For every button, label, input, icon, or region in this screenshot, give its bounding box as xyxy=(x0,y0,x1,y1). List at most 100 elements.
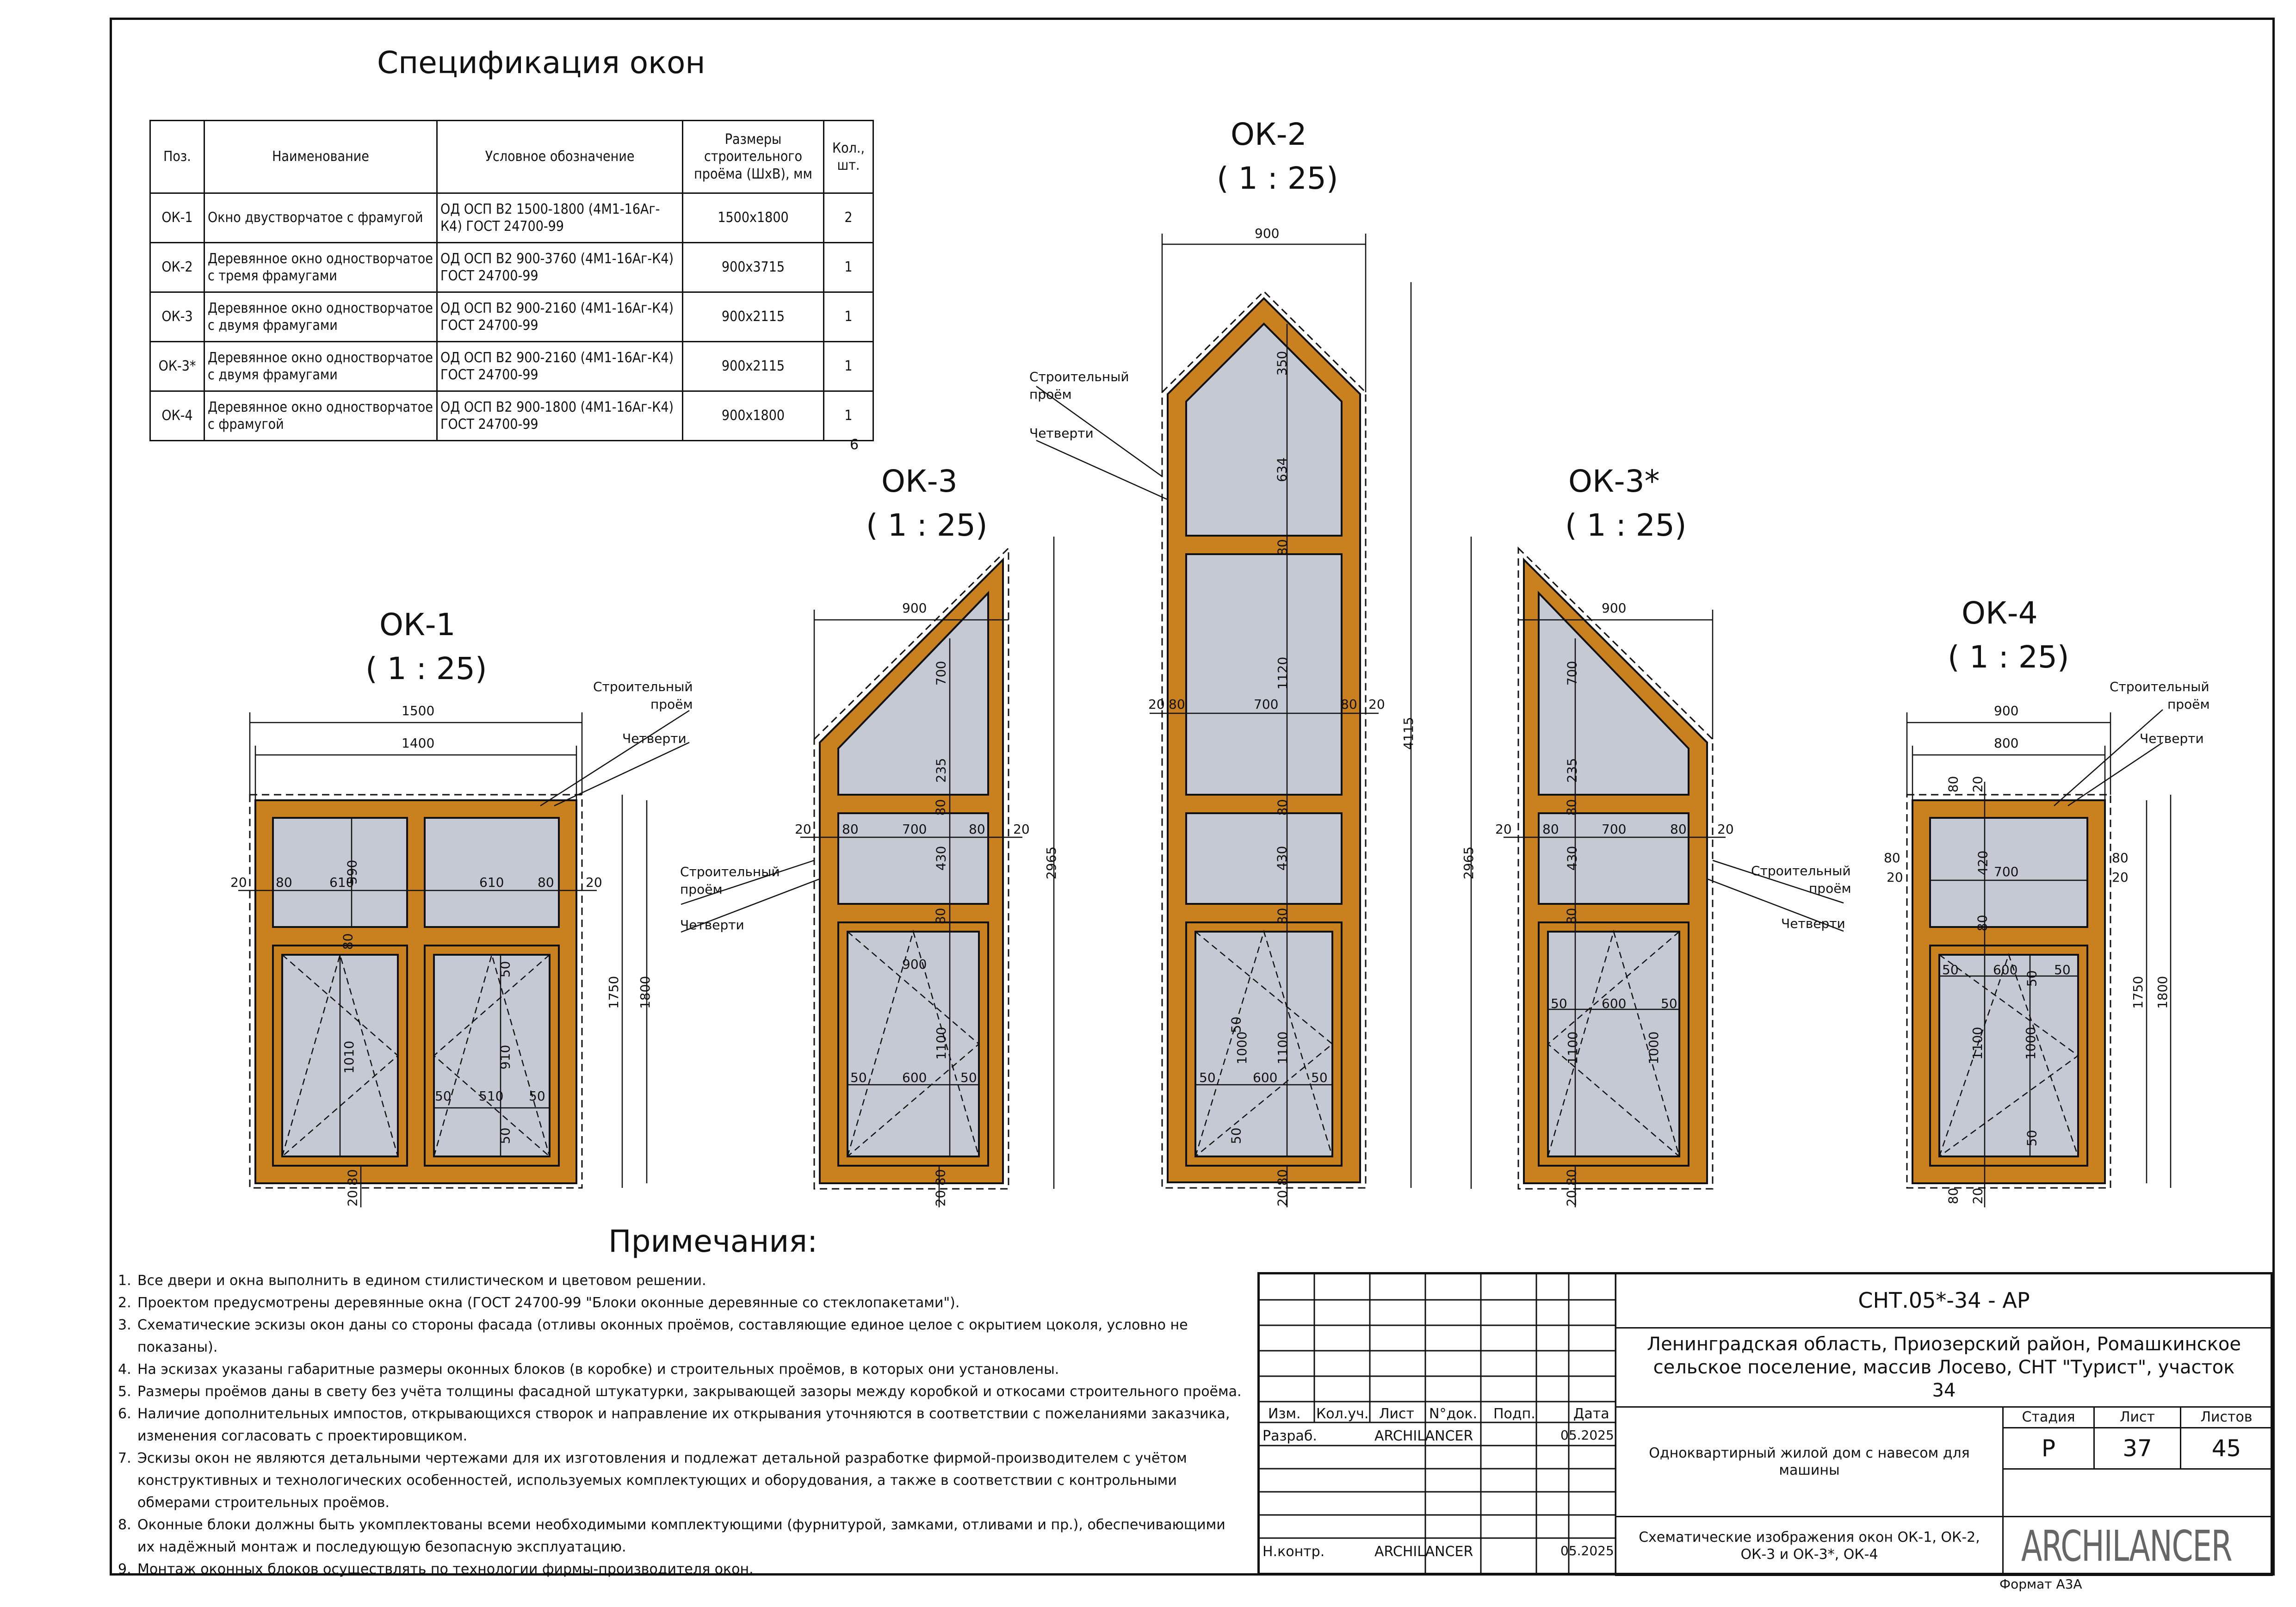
note-text: Схематические эскизы окон даны со сторон… xyxy=(137,1317,1188,1355)
ok4-transom xyxy=(1929,817,2088,928)
ok3-transom-mid xyxy=(837,812,989,905)
ok1-dim-20-bottom: 20 xyxy=(345,1190,360,1207)
note-number: 8. xyxy=(118,1517,131,1533)
ok1-dim-open-width: 1500 xyxy=(402,703,435,718)
ok3-dim-width: 900 xyxy=(902,600,927,616)
spec-name: Деревянное окно одностворчатое с фрамуго… xyxy=(204,390,438,441)
spec-code: ОД ОСП В2 900-1800 (4М1-16Аг-К4) ГОСТ 24… xyxy=(436,390,683,441)
leader-lines xyxy=(540,385,2163,933)
ok3s-transom-top xyxy=(1538,591,1690,796)
ok2-dim-width: 900 xyxy=(1255,226,1280,241)
ok4-dim-block-height: 1750 xyxy=(2130,976,2146,1009)
note-number: 4. xyxy=(118,1361,131,1378)
ok1-dim-610-right: 610 xyxy=(479,875,504,890)
ok1-swing-right xyxy=(433,952,551,1157)
ok4-swing xyxy=(1938,953,2079,1157)
note-text: Оконные блоки должны быть укомплектованы… xyxy=(137,1517,1225,1555)
tb-object: Однoквартирный жилой дом с навесом для м… xyxy=(1615,1406,2004,1517)
ok1-dim-block-width: 1400 xyxy=(402,736,435,751)
ok1-dim-20-right: 20 xyxy=(586,875,602,890)
ok4-label-opening-2: проём xyxy=(2167,697,2210,712)
ok1-dim-block-height: 1750 xyxy=(606,976,622,1009)
tb-blank xyxy=(2002,1468,2273,1517)
spec-header-size: Размеры строительного проёма (ШхВ), мм xyxy=(682,120,824,194)
ok3s-scale: ( 1 : 25) xyxy=(1565,507,1687,543)
ok4-dim-80-bottom: 80 xyxy=(1945,1187,1961,1205)
ok3s-swing xyxy=(1547,929,1680,1157)
tb-col-data: Дата xyxy=(1573,1406,1609,1422)
ok3-dim-20-right: 20 xyxy=(1013,822,1030,837)
ok1-label-opening-2: проём xyxy=(650,697,693,712)
tb-doc-code: СНТ.05*-34 - АР xyxy=(1615,1273,2273,1329)
note-number: 5. xyxy=(118,1384,131,1400)
ok2-dim-80-imp3: 80 xyxy=(1275,908,1290,925)
ok3s-dim-80-imp1: 80 xyxy=(1564,799,1579,816)
ok4-dim-1000: 1000 xyxy=(2023,1026,2039,1060)
ok3-dim-80-bottom: 80 xyxy=(933,1169,948,1186)
note-text: Все двери и окна выполнить в едином стил… xyxy=(137,1273,706,1289)
ok4-dim-420: 420 xyxy=(1975,850,1991,876)
ok3-swing xyxy=(847,929,980,1157)
ok1-opening-outline xyxy=(249,794,583,1189)
ok3s-dim-430: 430 xyxy=(1564,846,1580,871)
ok3-dim-50-right: 50 xyxy=(960,1070,977,1085)
ok3s-dim-80-left: 80 xyxy=(1542,822,1559,837)
ok1-dim-50-left: 50 xyxy=(435,1088,452,1104)
ok3s-dim-height: 2965 xyxy=(1461,846,1477,880)
ok3-dim-235: 235 xyxy=(933,758,949,783)
ok3s-swing-side xyxy=(1547,931,1680,1157)
ok1-transom-right xyxy=(424,817,560,928)
spec-header-pos: Поз. xyxy=(149,120,205,194)
ok1-dim-910: 910 xyxy=(497,1045,513,1070)
ok4-swing-side xyxy=(1939,954,2079,1157)
spec-name: Деревянное окно одностворчатое с тремя ф… xyxy=(204,242,438,293)
ok4-dim-50-right: 50 xyxy=(2054,962,2071,977)
spec-code: ОД ОСП В2 1500-1800 (4М1-16Аг-К4) ГОСТ 2… xyxy=(436,192,683,243)
ok3-scale: ( 1 : 25) xyxy=(866,507,988,543)
ok3s-dim-width: 900 xyxy=(1602,600,1627,616)
notes-list: 1.Все двери и окна выполнить в едином ст… xyxy=(118,1270,1242,1581)
ok2-transom-top xyxy=(1185,322,1343,537)
ok2-dim-height: 4115 xyxy=(1401,717,1417,750)
ok2-label-quarters: Четверти xyxy=(1029,426,1094,441)
note-text: Проектом предусмотрены деревянные окна (… xyxy=(137,1295,960,1311)
note-text: Монтаж оконных блоков осуществлять по те… xyxy=(137,1561,754,1577)
ok4-dim-80-right: 80 xyxy=(2112,850,2129,865)
tb-sheet: 37 xyxy=(2093,1427,2181,1470)
spec-name: Окно двустворчатое с фрамугой xyxy=(204,192,438,243)
ok3-dim-900: 900 xyxy=(902,957,927,972)
tb-col-koluch: Кол.уч. xyxy=(1316,1406,1369,1422)
ok2-swing-side xyxy=(1195,931,1333,1157)
tb-nkontr-label: Н.контр. xyxy=(1262,1544,1325,1560)
ok3s-dim-20-left: 20 xyxy=(1495,822,1512,837)
tb-stage: Р xyxy=(2002,1427,2095,1470)
tb-col-podp: Подп. xyxy=(1493,1406,1535,1422)
ok2-transom-3 xyxy=(1185,812,1343,905)
ok3-dim-600: 600 xyxy=(902,1070,927,1085)
ok3-transom-top xyxy=(837,591,989,796)
ok2-title: ОК-2 xyxy=(1231,117,1307,152)
tb-col-izm: Изм. xyxy=(1268,1406,1301,1422)
ok3s-label-opening-1: Строительный xyxy=(1751,863,1851,878)
spec-pos: ОК-2 xyxy=(149,242,205,293)
ok1-dim-80-left: 80 xyxy=(276,875,292,890)
ok2-dim-20-right: 20 xyxy=(1368,697,1385,712)
ok3-dim-1100: 1100 xyxy=(934,1026,949,1060)
ok3s-dim-235: 235 xyxy=(1564,758,1580,783)
title-block: Изм. Кол.уч. Лист N°док. Подп. Дата Разр… xyxy=(1257,1272,2273,1576)
ok3s-dim-1100: 1100 xyxy=(1565,1031,1581,1065)
ok3s-dim-50-left: 50 xyxy=(1551,996,1567,1011)
ok2-dim-50-left: 50 xyxy=(1199,1070,1216,1085)
ok3-dim-80-right: 80 xyxy=(969,822,985,837)
ok1-swing-right-side xyxy=(433,954,550,1157)
note-text: Размеры проёмов даны в свету без учёта т… xyxy=(137,1384,1242,1400)
ok3-label-quarters: Четверти xyxy=(680,917,744,933)
note-number: 7. xyxy=(118,1450,131,1466)
ok3s-dim-80-bottom: 80 xyxy=(1564,1169,1579,1186)
ok2-dim-20-left: 20 xyxy=(1148,697,1165,712)
ok3-label-opening-2: проём xyxy=(680,882,723,897)
ok2-dim-80-right: 80 xyxy=(1341,697,1357,712)
ok4-dim-20-right: 20 xyxy=(2112,870,2129,885)
ok3s-label-opening-2: проём xyxy=(1809,881,1851,896)
